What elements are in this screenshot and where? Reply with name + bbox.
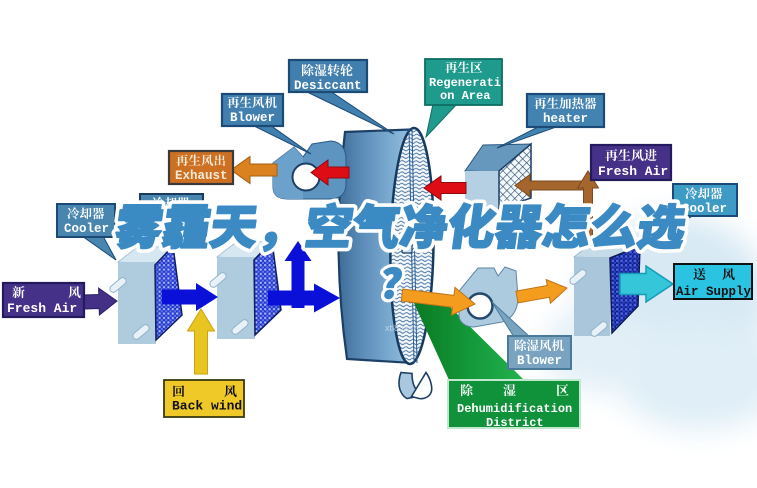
svg-text:District: District xyxy=(486,416,544,430)
svg-text:Back wind: Back wind xyxy=(172,399,242,414)
svg-text:Dehumidification: Dehumidification xyxy=(457,402,572,416)
svg-text:on Area: on Area xyxy=(440,89,490,103)
svg-text:heater: heater xyxy=(543,112,588,126)
svg-text:Cooler: Cooler xyxy=(64,222,109,236)
svg-text:Regenerati: Regenerati xyxy=(429,76,501,90)
svg-text:Cooler: Cooler xyxy=(682,202,727,216)
svg-text:Air Supply: Air Supply xyxy=(676,285,752,299)
svg-text:Desiccant: Desiccant xyxy=(294,79,362,93)
svg-text:xtl8.com: xtl8.com xyxy=(385,323,419,333)
svg-text:Exhaust: Exhaust xyxy=(175,169,228,183)
svg-text:Blower: Blower xyxy=(230,111,275,125)
svg-text:Fresh Air: Fresh Air xyxy=(598,164,668,179)
svg-text:Blower: Blower xyxy=(517,354,562,368)
svg-text:Fresh Air: Fresh Air xyxy=(7,301,77,316)
